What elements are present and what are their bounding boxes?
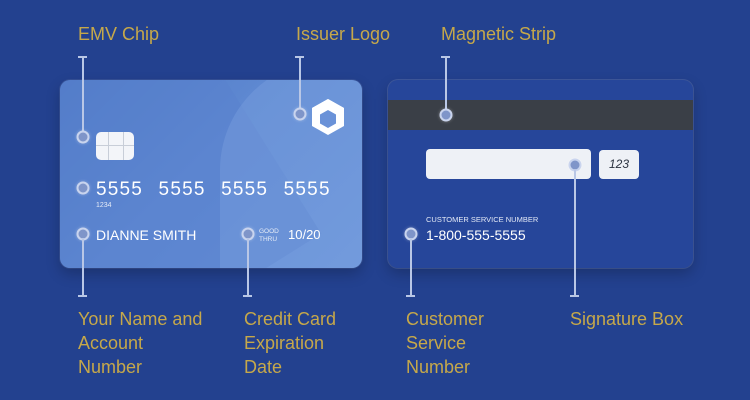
card-back: 123 CUSTOMER SERVICE NUMBER 1-800-555-55… <box>388 80 693 268</box>
pin-issuer <box>293 107 307 121</box>
leader-line-strip <box>445 56 447 114</box>
customer-service-number: 1-800-555-5555 <box>426 227 526 243</box>
pin-account-number <box>76 181 90 195</box>
leader-tick-signature <box>570 295 579 297</box>
callout-magnetic-strip: Magnetic Strip <box>441 24 557 44</box>
leader-tick-name <box>78 295 87 297</box>
magnetic-strip <box>388 100 693 130</box>
callout-customer-service: Customer Service Number <box>406 309 485 377</box>
good-thru-label: GOOD THRU <box>259 228 279 243</box>
cardholder-name: DIANNE SMITH <box>96 227 197 243</box>
issuer-logo-icon <box>312 99 344 135</box>
leader-line-emv <box>82 56 84 136</box>
pin-strip <box>439 108 453 122</box>
callout-expiration-date: Credit Card Expiration Date <box>244 309 337 377</box>
callout-issuer-logo: Issuer Logo <box>296 24 391 44</box>
leader-line-expiration <box>247 238 249 296</box>
leader-line-customer-service <box>410 238 412 296</box>
leader-tick-strip <box>441 56 450 58</box>
signature-box <box>426 149 591 179</box>
customer-service-label: CUSTOMER SERVICE NUMBER <box>426 215 539 224</box>
leader-tick-issuer <box>295 56 304 58</box>
callout-name-account: Your Name and Account Number <box>78 309 203 377</box>
cvv-code: 123 <box>599 150 639 179</box>
callout-signature-box: Signature Box <box>570 309 684 329</box>
leader-tick-expiration <box>243 295 252 297</box>
account-number: 5555 5555 5555 5555 <box>96 179 331 200</box>
pin-emv <box>76 130 90 144</box>
leader-line-issuer <box>299 56 301 113</box>
leader-line-name <box>82 238 84 296</box>
expiration-date: 10/20 <box>288 227 321 242</box>
leader-tick-emv <box>78 56 87 58</box>
account-number-sub: 1234 <box>96 202 112 209</box>
emv-chip-icon <box>96 132 134 160</box>
leader-line-signature <box>574 169 576 296</box>
card-front: 5555 5555 5555 5555 1234 DIANNE SMITH GO… <box>60 80 362 268</box>
leader-tick-customer-service <box>406 295 415 297</box>
callout-emv-chip: EMV Chip <box>78 24 160 44</box>
